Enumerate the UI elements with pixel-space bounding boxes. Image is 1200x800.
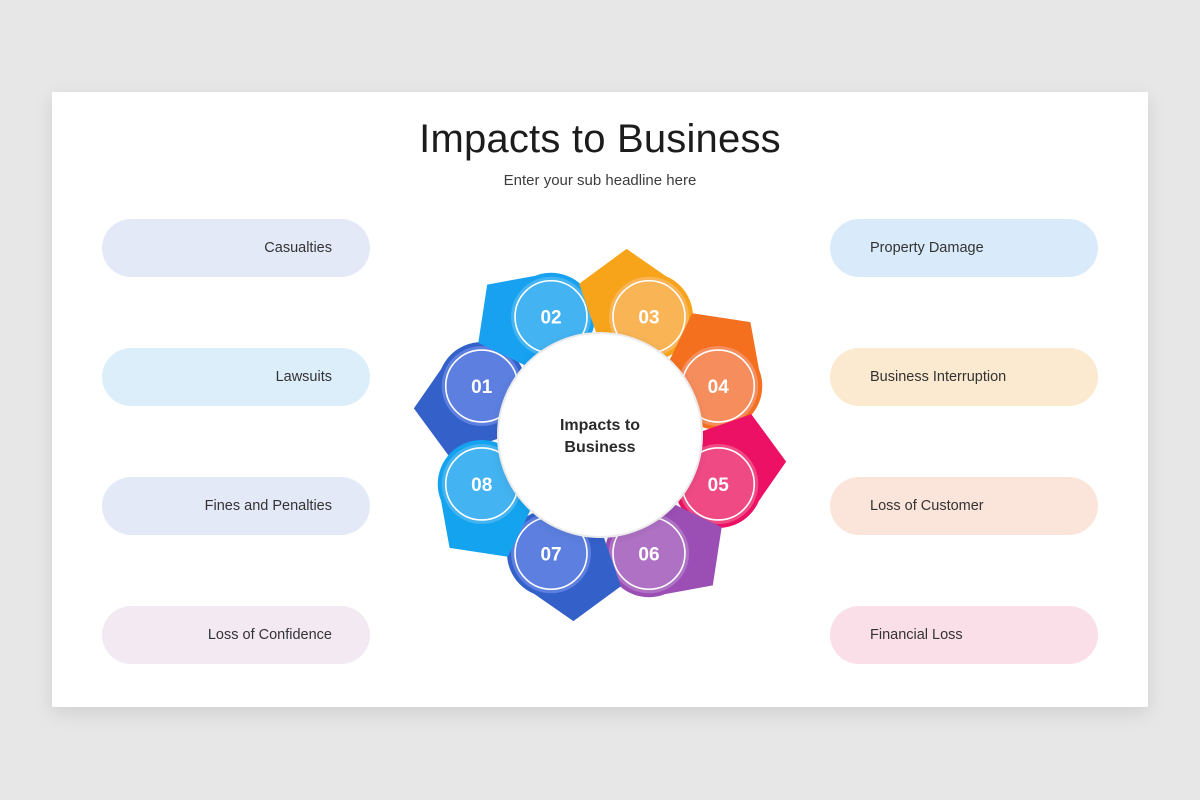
label-pill-text: Lawsuits (275, 369, 332, 385)
wheel-segment-05[interactable]: 05 (666, 405, 797, 528)
label-pill-loss-of-customer[interactable]: Loss of Customer (830, 477, 1098, 535)
segment-number: 05 (708, 475, 730, 496)
label-pill-text: Loss of Confidence (207, 627, 332, 643)
label-pill-text: Loss of Customer (870, 498, 984, 514)
center-label-line2: Business (564, 439, 635, 456)
label-pill-fines-and-penalties[interactable]: Fines and Penalties (102, 477, 370, 535)
segment-number: 03 (638, 308, 659, 329)
center-hub: Impacts to Business (497, 332, 703, 538)
label-pill-text: Business Interruption (870, 369, 1007, 385)
segment-number: 01 (471, 377, 493, 398)
segment-number: 07 (540, 544, 561, 565)
circular-wheel-diagram: 01 02 03 04 05 06 07 08 Impacts to Business (390, 217, 810, 657)
segment-number: 02 (540, 308, 561, 329)
segment-number: 08 (471, 475, 492, 496)
label-pill-lawsuits[interactable]: Lawsuits (102, 348, 370, 406)
page-title: Impacts to Business (419, 117, 781, 161)
label-pill-financial-loss[interactable]: Financial Loss (830, 606, 1098, 664)
label-pill-text: Casualties (264, 240, 332, 256)
page-subtitle: Enter your sub headline here (503, 172, 697, 189)
slide-card: Impacts to Business Enter your sub headl… (52, 92, 1148, 707)
label-pill-loss-of-confidence[interactable]: Loss of Confidence (102, 606, 370, 664)
label-pill-text: Property Damage (870, 240, 984, 256)
segment-number: 06 (638, 544, 659, 565)
label-pill-property-damage[interactable]: Property Damage (830, 219, 1098, 277)
label-pill-text: Financial Loss (870, 627, 963, 643)
center-label-line1: Impacts to (560, 417, 640, 434)
label-pill-casualties[interactable]: Casualties (102, 219, 370, 277)
label-pill-text: Fines and Penalties (204, 498, 332, 514)
segment-number: 04 (708, 377, 730, 398)
label-pill-business-interruption[interactable]: Business Interruption (830, 348, 1098, 406)
